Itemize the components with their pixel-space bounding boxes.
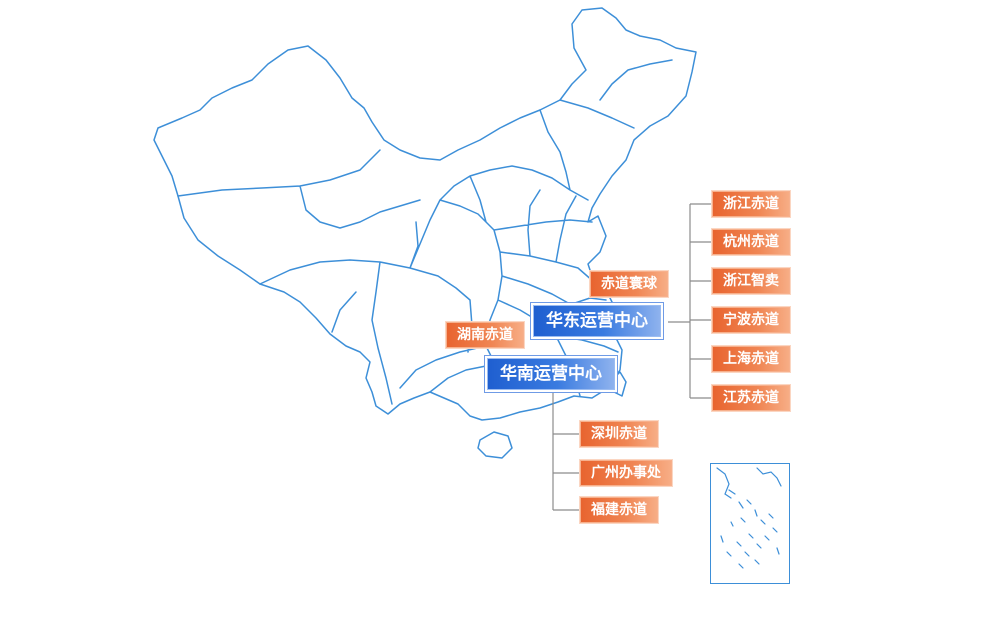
south-branch-fujian[interactable]: 福建赤道: [580, 497, 658, 523]
south-china-sea-inset: [710, 463, 790, 584]
tag-chidao-huanqiu[interactable]: 赤道寰球: [590, 271, 668, 297]
east-branch-zhejiang-zhimai[interactable]: 浙江智卖: [712, 268, 790, 294]
hub-east-china[interactable]: 华东运营中心: [533, 305, 661, 337]
hub-south-china[interactable]: 华南运营中心: [487, 358, 615, 390]
east-branch-jiangsu[interactable]: 江苏赤道: [712, 385, 790, 411]
south-branch-guangzhou[interactable]: 广州办事处: [580, 460, 672, 486]
east-branch-zhejiang[interactable]: 浙江赤道: [712, 191, 790, 217]
east-connector: [668, 203, 712, 399]
province-borders: [177, 59, 673, 405]
hainan-outline: [477, 431, 513, 459]
taiwan-outline: [611, 371, 627, 397]
south-china-sea-islands: [716, 467, 782, 569]
south-branch-shenzhen[interactable]: 深圳赤道: [580, 421, 658, 447]
east-branch-ningbo[interactable]: 宁波赤道: [712, 307, 790, 333]
tag-hunan[interactable]: 湖南赤道: [446, 322, 524, 348]
south-connector: [552, 390, 580, 511]
east-branch-shanghai[interactable]: 上海赤道: [712, 346, 790, 372]
east-branch-hangzhou[interactable]: 杭州赤道: [712, 229, 790, 255]
